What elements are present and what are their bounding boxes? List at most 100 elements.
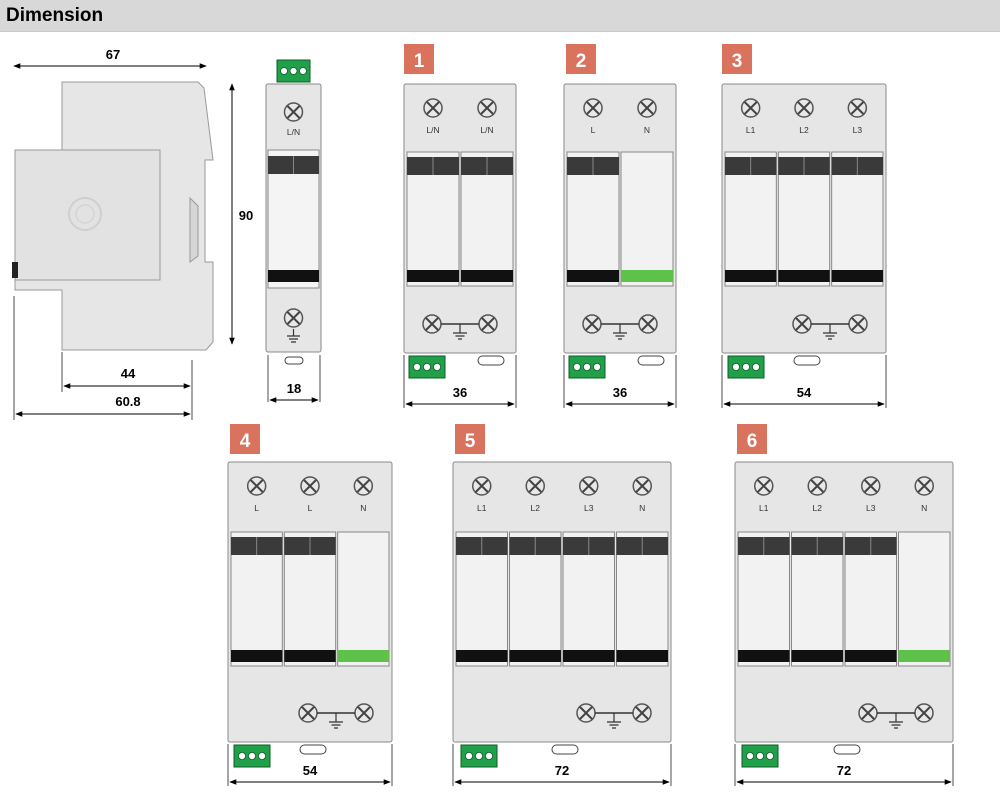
side-view: 67 90 44 60.8 xyxy=(12,47,253,420)
pole-label: L3 xyxy=(853,125,863,135)
pole-label: L xyxy=(308,503,313,513)
screw-icon xyxy=(847,98,868,118)
terminal-block-bottom xyxy=(233,744,271,768)
screw-icon xyxy=(283,102,304,122)
dim-label-width: 72 xyxy=(555,763,569,778)
pole-label: L/N xyxy=(426,125,439,135)
screw-icon xyxy=(740,98,761,118)
side-view-clip xyxy=(12,262,18,278)
screw-icon xyxy=(794,98,814,118)
din-clip xyxy=(833,744,861,755)
screw-icon xyxy=(579,476,599,496)
terminal-block-bottom xyxy=(741,744,779,768)
pole-label: L xyxy=(591,125,596,135)
dim-label-top: 67 xyxy=(106,47,120,62)
side-view-cover xyxy=(14,149,161,281)
variant-badge xyxy=(722,44,752,74)
screw-icon xyxy=(914,476,934,496)
pole-label: N xyxy=(644,125,650,135)
status-band xyxy=(461,270,513,282)
variant-badge xyxy=(566,44,596,74)
screw-icon xyxy=(300,476,320,496)
status-band xyxy=(738,650,790,662)
ground-symbol xyxy=(329,713,343,729)
status-band xyxy=(778,270,830,282)
section-header: Dimension xyxy=(0,0,1000,32)
ground-screw-icon xyxy=(792,314,812,334)
screw-icon xyxy=(583,98,603,118)
screw-icon xyxy=(525,476,545,496)
din-clip xyxy=(477,355,505,366)
variant-badge-number: 1 xyxy=(414,51,425,72)
din-clip xyxy=(793,355,821,366)
status-band xyxy=(456,650,508,662)
dim-label-total: 60.8 xyxy=(115,394,140,409)
front-view-single: L/N 18 xyxy=(265,59,322,403)
screw-icon xyxy=(861,476,881,496)
terminal-block-top xyxy=(276,59,311,83)
status-band xyxy=(337,650,389,662)
ground-screw-icon xyxy=(638,314,658,334)
screw-icon xyxy=(477,98,497,118)
terminal-block-bottom xyxy=(460,744,498,768)
dim-label-single: 18 xyxy=(287,381,301,396)
screw-icon xyxy=(246,476,267,496)
section-title: Dimension xyxy=(6,5,104,26)
status-band xyxy=(563,650,615,662)
status-band xyxy=(898,650,950,662)
protection-module xyxy=(898,531,951,667)
ground-symbol xyxy=(453,324,467,340)
variant-badge-number: 5 xyxy=(465,431,476,452)
variant-badge-number: 2 xyxy=(576,51,587,72)
pole-label: L1 xyxy=(477,503,487,513)
ground-symbol xyxy=(613,324,627,340)
din-clip xyxy=(284,356,304,365)
variant-2: 2L N 36 xyxy=(563,44,677,408)
terminal-block-bottom xyxy=(408,355,446,379)
screw-icon xyxy=(637,98,657,118)
protection-module xyxy=(620,151,674,287)
variant-badge-number: 6 xyxy=(747,431,758,452)
pole-label: L2 xyxy=(813,503,823,513)
ground-screw-icon xyxy=(914,703,934,723)
status-band xyxy=(845,650,897,662)
screw-icon xyxy=(472,476,492,496)
pole-label: N xyxy=(360,503,366,513)
variant-badge-number: 3 xyxy=(732,51,743,72)
pole-label: N xyxy=(921,503,927,513)
din-clip xyxy=(551,744,579,755)
screw-icon xyxy=(632,476,652,496)
terminal-block-bottom xyxy=(568,355,606,379)
status-band xyxy=(509,650,561,662)
ground-screw-icon xyxy=(478,314,498,334)
variant-badge xyxy=(455,424,485,454)
variant-badge xyxy=(737,424,767,454)
ground-screw-icon xyxy=(354,703,374,723)
ground-screw-icon xyxy=(283,308,304,328)
side-view-rail-notch xyxy=(189,196,199,263)
status-band xyxy=(621,270,673,282)
pole-label: L2 xyxy=(531,503,541,513)
dim-label-width: 36 xyxy=(613,385,627,400)
pole-label: L xyxy=(254,503,259,513)
din-clip xyxy=(637,355,665,366)
terminal-block-bottom xyxy=(727,355,765,379)
dim-label-width: 36 xyxy=(453,385,467,400)
ground-screw-icon xyxy=(422,314,442,334)
ground-screw-icon xyxy=(576,703,596,723)
single-pole-label: L/N xyxy=(287,127,300,137)
status-band xyxy=(567,270,619,282)
dim-label-width: 54 xyxy=(303,763,318,778)
pole-label: L3 xyxy=(866,503,876,513)
protection-module xyxy=(337,531,390,667)
dim-label-inner: 44 xyxy=(121,366,136,381)
dim-label-width: 54 xyxy=(797,385,812,400)
status-band xyxy=(725,270,777,282)
variant-badge xyxy=(230,424,260,454)
dim-label-width: 72 xyxy=(837,763,851,778)
